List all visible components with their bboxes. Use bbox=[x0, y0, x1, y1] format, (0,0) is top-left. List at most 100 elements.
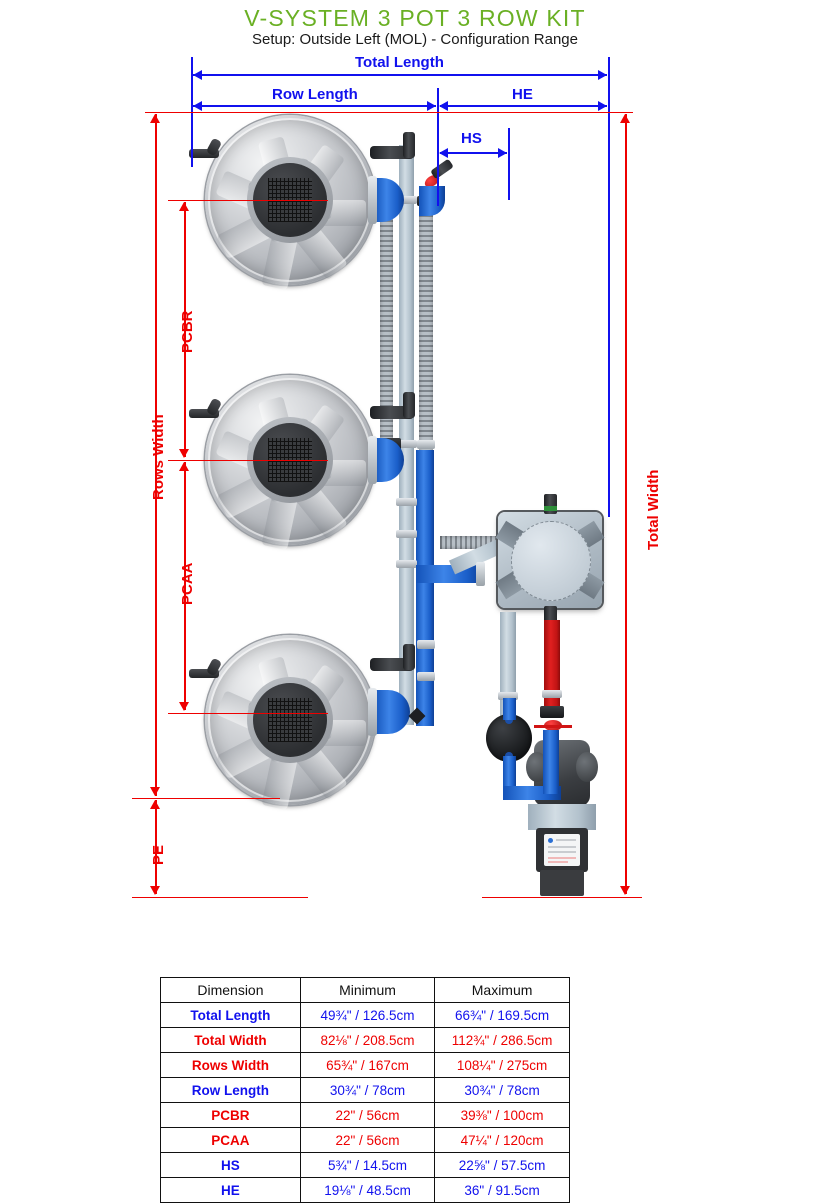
tank-top-green-band bbox=[544, 506, 557, 511]
page-title: V-SYSTEM 3 POT 3 ROW KIT bbox=[244, 5, 586, 31]
pipe-collar bbox=[417, 640, 435, 649]
ref-line-bottom-left bbox=[132, 897, 308, 898]
table-row: Total Width 82⅛" / 208.5cm 112¾" / 286.5… bbox=[160, 1027, 570, 1053]
pe-line bbox=[155, 800, 157, 894]
row-minimum-value: 5¾" / 14.5cm bbox=[299, 1152, 436, 1178]
arrow-head-right bbox=[598, 101, 607, 111]
pipe-collar bbox=[542, 690, 562, 698]
pipe-collar bbox=[396, 440, 417, 448]
arrow-head-up bbox=[620, 114, 630, 123]
arrow-head-left bbox=[193, 70, 202, 80]
pipe-collar bbox=[396, 498, 417, 506]
arrow-head-down bbox=[179, 702, 189, 711]
table-row: HS 5¾" / 14.5cm 22⅝" / 57.5cm bbox=[160, 1152, 570, 1178]
top-valve-stem bbox=[403, 132, 415, 158]
pipe-collar bbox=[417, 672, 435, 681]
tank-top-fitting bbox=[544, 494, 557, 514]
tank-feed-blue bbox=[416, 565, 482, 583]
arrow-head-left bbox=[439, 101, 448, 111]
pot-outlet-elbow bbox=[374, 690, 410, 734]
arrow-head-left bbox=[193, 101, 202, 111]
row-minimum-value: 49¾" / 126.5cm bbox=[299, 1002, 436, 1028]
ext-line-hs bbox=[508, 128, 510, 200]
table-header-row: Dimension Minimum Maximum bbox=[160, 977, 570, 1003]
dimension-label-row-length: Row Length bbox=[272, 86, 358, 103]
row-maximum-value: 39⅜" / 100cm bbox=[434, 1102, 570, 1128]
total-length-line bbox=[193, 74, 607, 76]
pcbr-line bbox=[184, 202, 186, 457]
pot-top-blue-elbow bbox=[419, 186, 445, 216]
manifold-rigid-pipe bbox=[399, 145, 414, 725]
rows-width-line bbox=[155, 114, 157, 796]
pipe-collar bbox=[396, 196, 417, 204]
bot-valve-stem bbox=[403, 644, 415, 670]
pipe-collar bbox=[396, 530, 417, 538]
diagram-page: V-SYSTEM 3 POT 3 ROW KIT Setup: Outside … bbox=[132, 5, 662, 1203]
row-dimension-name: Total Width bbox=[160, 1027, 301, 1053]
pot-inlet-nozzle bbox=[189, 149, 219, 158]
arrow-head-up bbox=[150, 800, 160, 809]
mid-valve-stem bbox=[403, 392, 415, 418]
pump-base-plate bbox=[528, 804, 596, 830]
row-minimum-value: 65¾" / 167cm bbox=[299, 1052, 436, 1078]
filter-inlet-blue bbox=[503, 698, 516, 720]
dimension-spec-table: Dimension Minimum Maximum Total Length 4… bbox=[160, 977, 570, 1203]
row-dimension-name: PCAA bbox=[160, 1127, 301, 1153]
arrow-head-right bbox=[498, 148, 507, 158]
ext-line-right bbox=[608, 57, 610, 517]
row-minimum-value: 22" / 56cm bbox=[299, 1127, 436, 1153]
display-line bbox=[548, 857, 576, 859]
row-maximum-value: 108¼" / 275cm bbox=[434, 1052, 570, 1078]
dimension-label-pcbr: PCBR bbox=[179, 310, 196, 353]
valve-handle bbox=[534, 725, 572, 728]
display-line bbox=[556, 839, 576, 841]
table-row: Rows Width 65¾" / 167cm 108¼" / 275cm bbox=[160, 1052, 570, 1078]
row-maximum-value: 112¾" / 286.5cm bbox=[434, 1027, 570, 1053]
row-maximum-value: 30¾" / 78cm bbox=[434, 1077, 570, 1103]
pipe-collar bbox=[368, 176, 377, 224]
manifold-flex-hose-upper bbox=[380, 205, 393, 445]
arrow-head-down bbox=[620, 886, 630, 895]
arrow-head-up bbox=[150, 114, 160, 123]
row-maximum-value: 36" / 91.5cm bbox=[434, 1177, 570, 1203]
page-subtitle: Setup: Outside Left (MOL) - Configuratio… bbox=[251, 31, 578, 48]
controller-display bbox=[544, 834, 580, 866]
row-dimension-name: Rows Width bbox=[160, 1052, 301, 1078]
pcaa-line bbox=[184, 462, 186, 710]
ext-line-mid bbox=[437, 88, 439, 206]
grow-pot-bottom bbox=[189, 635, 375, 811]
total-width-line bbox=[625, 114, 627, 894]
pump-return-elbow bbox=[543, 770, 559, 794]
row-dimension-name: Total Length bbox=[160, 1002, 301, 1028]
pump-cap-right bbox=[576, 752, 598, 782]
he-line bbox=[440, 105, 607, 107]
table-body: Dimension Minimum Maximum Total Length 4… bbox=[160, 977, 570, 1203]
ref-line-top bbox=[145, 112, 633, 113]
ref-line-pot2-center bbox=[168, 460, 328, 461]
row-dimension-name: Row Length bbox=[160, 1077, 301, 1103]
status-led bbox=[548, 838, 553, 843]
pump-inlet-vertical bbox=[543, 730, 559, 780]
pipe-collar bbox=[540, 706, 564, 718]
table-row: PCAA 22" / 56cm 47¼" / 120cm bbox=[160, 1127, 570, 1153]
arrow-head-down bbox=[150, 886, 160, 895]
column-header-minimum: Minimum bbox=[299, 977, 436, 1003]
row-minimum-value: 30¾" / 78cm bbox=[299, 1077, 436, 1103]
row-maximum-value: 66¾" / 169.5cm bbox=[434, 1002, 570, 1028]
dimension-label-pcaa: PCAA bbox=[179, 562, 196, 605]
row-maximum-value: 22⅝" / 57.5cm bbox=[434, 1152, 570, 1178]
pipe-collar bbox=[417, 440, 435, 449]
filter-port-top bbox=[505, 716, 513, 724]
column-header-dimension: Dimension bbox=[160, 977, 301, 1003]
row-length-line bbox=[193, 105, 436, 107]
dimension-label-he: HE bbox=[512, 86, 533, 103]
arrow-head-down bbox=[150, 787, 160, 796]
display-line bbox=[548, 861, 568, 863]
table-row: Row Length 30¾" / 78cm 30¾" / 78cm bbox=[160, 1077, 570, 1103]
manifold-blue-trunk bbox=[416, 450, 434, 726]
pipe-collar bbox=[368, 688, 377, 736]
ref-line-pots-bottom bbox=[132, 798, 280, 799]
row-dimension-name: HE bbox=[160, 1177, 301, 1203]
display-line bbox=[548, 851, 576, 853]
pipe-collar bbox=[368, 436, 377, 484]
